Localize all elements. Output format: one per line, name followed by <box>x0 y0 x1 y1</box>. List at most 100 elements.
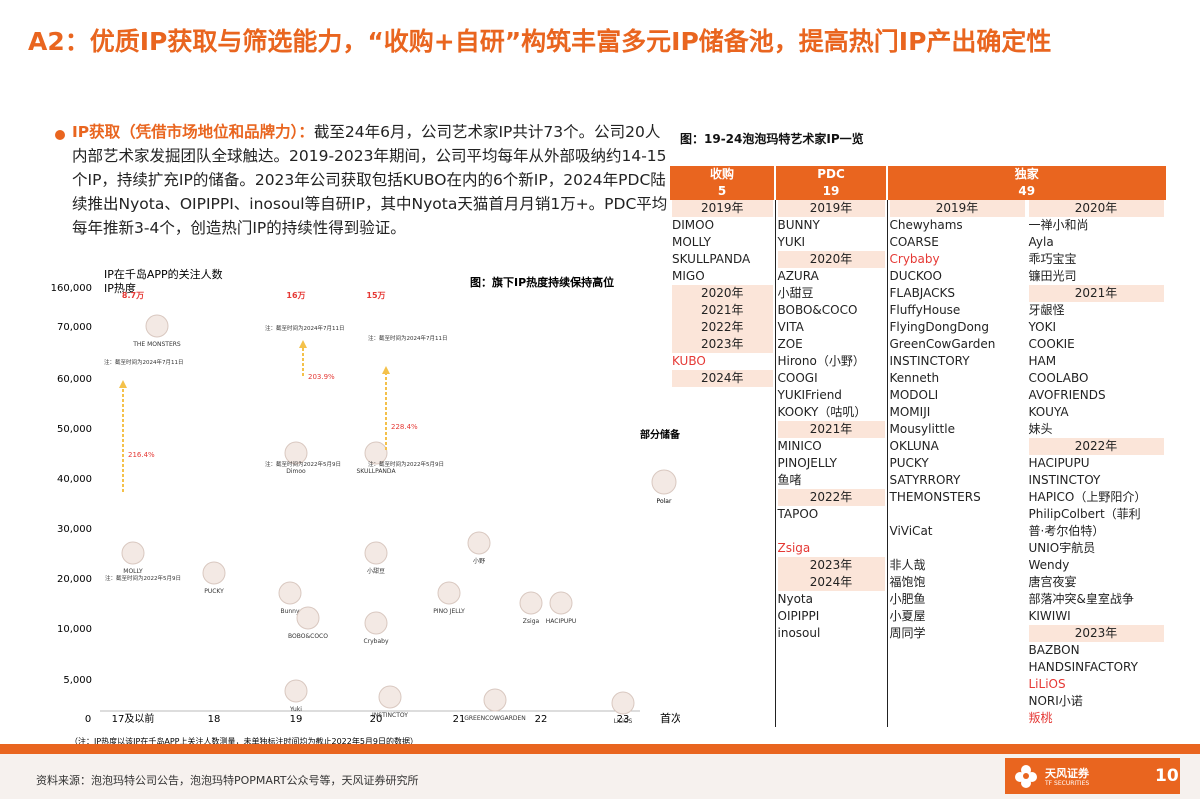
x-tick-label: 20 <box>370 714 383 725</box>
ip-name: 唐宫夜宴 <box>1028 575 1077 589</box>
ip-avatar-icon <box>364 611 388 635</box>
ip-name: 周同学 <box>889 626 926 640</box>
page-number: 10 <box>1155 766 1179 786</box>
ip-name: VITA <box>777 320 804 334</box>
growth-arrows: 216.4%203.9%228.4%注：截至时间为2024年7月11日注：截至时… <box>104 324 448 582</box>
data-label: GREENCOWGARDEN <box>464 715 526 722</box>
ip-name: 叛桃 <box>1028 711 1053 725</box>
bullet-body: 截至24年6月，公司艺术家IP共计73个。公司20人内部艺术家发掘团队全球触达。… <box>72 123 668 237</box>
ip-name: MODOLI <box>889 388 939 402</box>
data-note: 注：截至时间为2022年5月9日 <box>105 574 181 582</box>
ip-name: inosoul <box>777 626 821 640</box>
ip-avatar-icon <box>284 679 308 703</box>
ip-name: COARSE <box>889 235 939 249</box>
arrow-head-icon <box>299 340 307 348</box>
flower-logo-icon <box>1015 765 1037 788</box>
ip-name <box>890 506 1025 523</box>
year-row: 2024年 <box>672 370 773 387</box>
ip-name: 妹头 <box>1028 422 1053 436</box>
year-row: 2020年 <box>672 285 773 302</box>
ip-name: 部落冲突&皇室战争 <box>1028 592 1134 606</box>
data-label: MOLLY <box>123 568 143 575</box>
ip-name: 小甜豆 <box>777 286 814 300</box>
header-acquisition: 收购 <box>670 166 775 183</box>
ip-name: NORI小诺 <box>1028 694 1083 708</box>
data-note: 注：截至时间为2024年7月11日 <box>368 334 448 342</box>
year-row: 2022年 <box>1028 438 1164 455</box>
data-note: 注：截至时间为2024年7月11日 <box>104 358 184 366</box>
year-row: 2019年 <box>672 200 773 217</box>
ip-name: HACIPUPU <box>1028 456 1090 470</box>
y-tick-label: 10,000 <box>57 624 92 635</box>
data-label: INSTINCTOY <box>372 712 408 719</box>
count-pdc: 19 <box>774 183 887 200</box>
y-tick-label: 40,000 <box>57 474 92 485</box>
ip-name: Wendy <box>1028 558 1070 572</box>
data-label: SKULLPANDA <box>356 468 396 475</box>
data-label: 8.7万 <box>122 291 144 300</box>
ip-name: Ayla <box>1028 235 1054 249</box>
x-tick-label: 22 <box>535 714 548 725</box>
data-label: Crybaby <box>363 638 389 645</box>
data-label: HACIPUPU <box>546 618 577 625</box>
ip-name: DIMOO <box>672 218 715 232</box>
bullet-lead: IP获取（凭借市场地位和品牌力）： <box>72 123 314 141</box>
data-point: 小甜豆 <box>364 541 388 575</box>
x-tick-label: 19 <box>290 714 303 725</box>
year-row: 2022年 <box>672 319 773 336</box>
count-exclusive: 49 <box>886 183 1166 200</box>
ip-name: UNIO宇航员 <box>1028 541 1096 555</box>
data-point: PUCKY <box>202 561 226 595</box>
ip-name: HAM <box>1028 354 1057 368</box>
year-row: 2019年 <box>889 200 1025 217</box>
ip-name <box>778 523 885 540</box>
data-label: PUCKY <box>204 588 224 595</box>
ip-name: YUKI <box>777 235 806 249</box>
data-point: Zsiga <box>519 591 543 625</box>
ip-name: TAPOO <box>777 507 819 521</box>
data-label: LiLiOS <box>614 718 633 725</box>
year-row: 2024年 <box>777 574 885 591</box>
data-point: Crybaby <box>363 611 389 645</box>
count-acquisition: 5 <box>670 183 775 200</box>
ip-name: MOLLY <box>672 235 711 249</box>
ip-name: HANDSINFACTORY <box>1028 660 1138 674</box>
year-row: 2023年 <box>1028 625 1164 642</box>
year-row: 2020年 <box>1028 200 1164 217</box>
data-point: Bunny <box>278 581 302 615</box>
year-row: 2021年 <box>672 302 773 319</box>
ip-name: PUCKY <box>889 456 929 470</box>
data-label: 16万 <box>286 291 305 300</box>
y-tick-label: 50,000 <box>57 424 92 435</box>
ip-avatar-icon <box>549 591 573 615</box>
x-tick-label: 0 <box>85 714 91 725</box>
year-row: 2021年 <box>1028 285 1164 302</box>
ip-name: 小肥鱼 <box>889 592 926 606</box>
ip-name: 乖巧宝宝 <box>1028 252 1077 266</box>
data-point: Dimoo <box>284 441 308 475</box>
year-row: 2021年 <box>777 421 885 438</box>
ip-name: MINICO <box>777 439 822 453</box>
ip-name: Chewyhams <box>889 218 963 232</box>
ip-avatar-icon <box>202 561 226 585</box>
ip-name: OKLUNA <box>889 439 939 453</box>
ip-name: FLABJACKS <box>889 286 956 300</box>
ip-name: 鱼啫 <box>777 473 802 487</box>
ip-name: 牙龈怪 <box>1028 303 1065 317</box>
x-tick-label: 17及以前 <box>112 712 155 725</box>
data-label: PINO JELLY <box>433 608 465 615</box>
ip-name: AVOFRIENDS <box>1028 388 1106 402</box>
chart-note: （注：IP热度以该IP在千岛APP上关注人数测量，未单独标注时间均为截止2022… <box>70 736 418 746</box>
ip-name: 一禅小和尚 <box>1028 218 1089 232</box>
ip-name: GreenCowGarden <box>889 337 996 351</box>
ip-name: PINOJELLY <box>777 456 837 470</box>
legend-label: IP热度 <box>104 281 136 295</box>
data-point: 小野 <box>467 531 491 565</box>
ip-name: KOUYA <box>1028 405 1069 419</box>
data-note: 注：截至时间为2024年7月11日 <box>265 324 345 332</box>
